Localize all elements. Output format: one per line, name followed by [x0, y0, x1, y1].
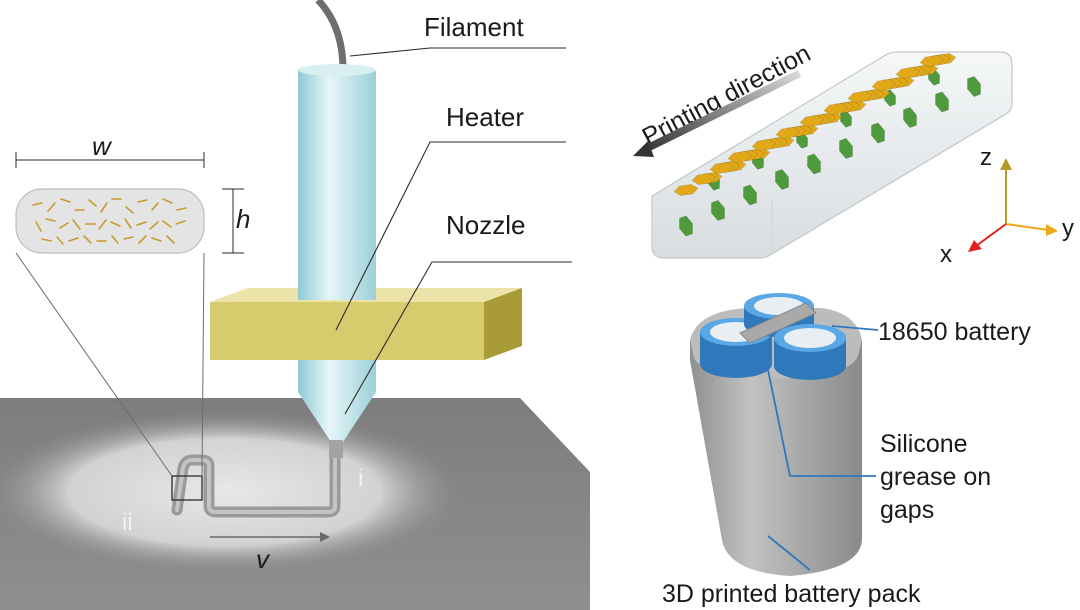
platelet-yellow [847, 91, 873, 103]
battery-label: 18650 battery [878, 318, 1031, 346]
printed-strip [651, 51, 1013, 259]
platelet-layer [673, 53, 981, 237]
platelet-yellow [799, 115, 825, 127]
cross-section-inset [15, 152, 244, 477]
platelet-green [807, 153, 821, 175]
platelet-green [679, 215, 693, 237]
platelet-green [935, 91, 949, 113]
platelet-green [743, 184, 757, 206]
platelet-green [775, 169, 789, 190]
region-ii-label: ii [122, 509, 133, 536]
platelet-yellow [895, 67, 921, 79]
battery-callouts [767, 325, 879, 571]
platelet-yellow [823, 103, 849, 115]
filament-label: Filament [424, 12, 524, 42]
platelet-yellow [673, 184, 699, 196]
nozzle-label: Nozzle [446, 210, 525, 240]
velocity-arrow [210, 532, 330, 542]
coordinate-axes [968, 158, 1058, 252]
platelet-yellow [709, 162, 735, 174]
velocity-label: v [256, 544, 271, 574]
platelet-yellow [751, 139, 777, 151]
printed-strand [171, 446, 341, 518]
axis-z-label: z [980, 144, 992, 171]
silicone-label-line1: Silicone [880, 430, 968, 458]
platelet-yellow [727, 151, 753, 163]
platelet-green [903, 107, 917, 128]
height-label: h [236, 204, 250, 234]
nozzle [298, 64, 376, 442]
platelet-yellow [871, 79, 897, 91]
cross-section-marker [171, 475, 203, 501]
nozzle-tip-strand [329, 440, 343, 458]
printing-direction-arrowhead [633, 141, 654, 157]
axis-x-label: x [940, 241, 952, 268]
battery-pack-label: 3D printed battery pack [662, 580, 921, 608]
platelet-yellow [691, 173, 717, 185]
silicone-label-line2: grease on [880, 463, 991, 491]
callout-lines [335, 47, 572, 415]
platelet-green [839, 138, 853, 159]
silicone-label-line3: gaps [880, 496, 934, 524]
platelet-green [967, 76, 981, 97]
region-i-label: i [358, 465, 363, 492]
axis-y-label: y [1062, 215, 1074, 242]
filament-wire [315, 0, 347, 71]
heater-label: Heater [446, 102, 524, 132]
platelet-green [871, 122, 885, 144]
width-label: w [92, 131, 113, 161]
light-spot [0, 410, 465, 574]
battery-18650-cells [700, 293, 846, 380]
printing-direction-arrow [645, 70, 801, 152]
platelet-green [711, 200, 725, 221]
platelet-yellow [919, 55, 945, 67]
platelet-yellow [775, 127, 801, 139]
